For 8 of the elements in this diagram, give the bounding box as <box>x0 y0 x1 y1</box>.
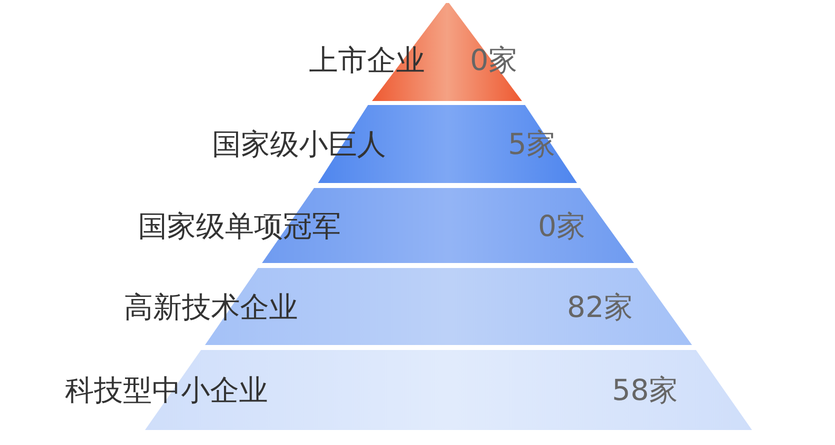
tier-label: 科技型中小企业 <box>65 372 268 408</box>
tier-label: 国家级单项冠军 <box>138 208 341 244</box>
tier-value: 0家 <box>470 42 518 78</box>
tier-value: 58家 <box>612 372 678 408</box>
tier-value: 82家 <box>567 289 633 325</box>
tier-value: 5家 <box>508 126 556 162</box>
tier-label: 高新技术企业 <box>124 289 298 325</box>
tier-value: 0家 <box>538 208 586 244</box>
